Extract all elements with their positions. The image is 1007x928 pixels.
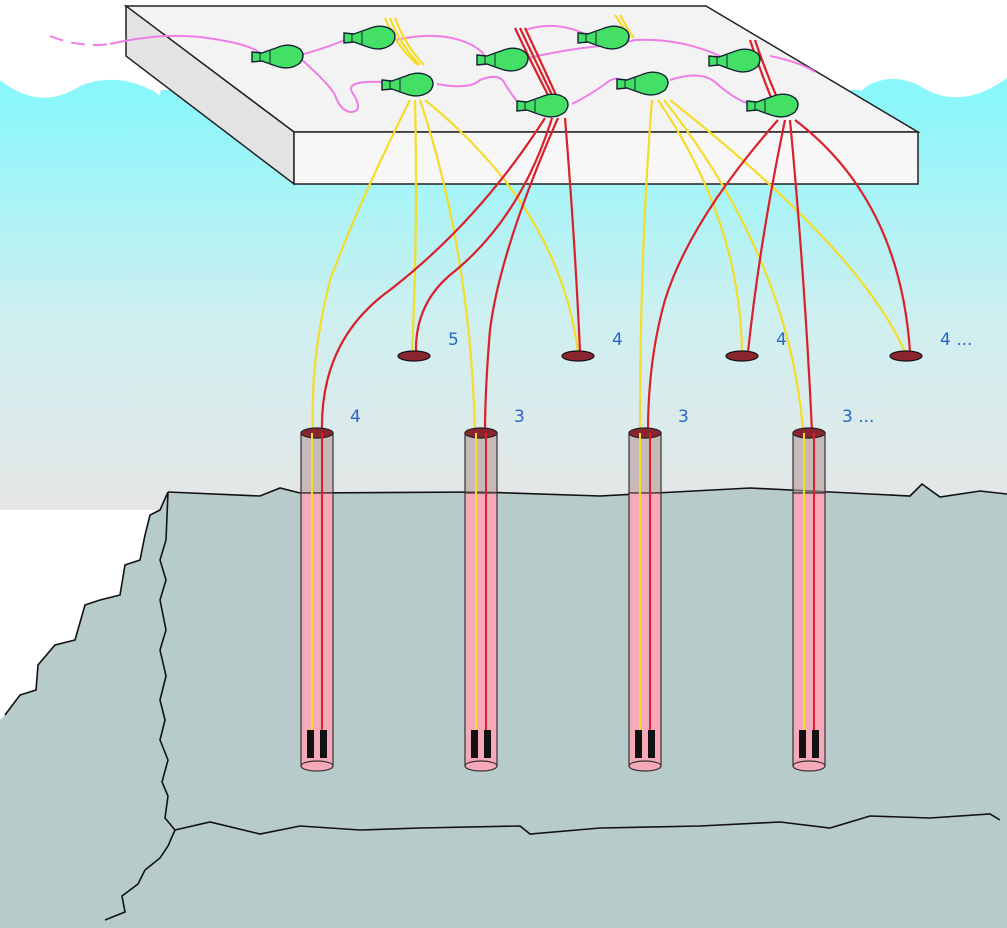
label-seafloor-hole-4: 4 ...: [940, 330, 972, 350]
yellow-cable: [388, 17, 421, 66]
red-cable: [320, 117, 546, 433]
yellow-cable: [418, 99, 477, 433]
red-cable: [748, 39, 774, 101]
yellow-cable: [663, 99, 805, 433]
rock-mass: [105, 484, 1007, 928]
cables: [311, 14, 912, 433]
pump-icon: [516, 93, 569, 118]
yellow-cable: [424, 99, 580, 353]
pump-icon: [343, 25, 396, 50]
platform: [123, 4, 921, 186]
yellow-cable: [657, 99, 744, 353]
red-cable: [753, 39, 780, 101]
sensor-block: [484, 730, 491, 758]
sensor-block: [320, 730, 327, 758]
yellow-cable: [619, 14, 635, 39]
red-cable: [483, 117, 560, 433]
label-borehole-2: 3: [514, 407, 525, 427]
red-cable: [746, 119, 787, 353]
label-borehole-3: 3: [678, 407, 689, 427]
red-cable: [514, 27, 549, 96]
seabed-outline: [167, 482, 1007, 498]
strata-line: [174, 813, 1001, 835]
label-seafloor-hole-1: 5: [448, 330, 459, 350]
label-seafloor-hole-3: 4: [776, 330, 787, 350]
seafloor-holes: [397, 350, 923, 362]
pump-icon: [616, 71, 669, 96]
yellow-cable: [638, 99, 654, 433]
label-seafloor-hole-2: 4: [612, 330, 623, 350]
boreholes: [300, 427, 826, 772]
hole-icon: [561, 350, 595, 362]
red-cable: [524, 27, 558, 96]
pumps: [251, 25, 799, 118]
pump-icon: [746, 93, 799, 118]
red-cable: [646, 119, 779, 433]
sensor-block: [471, 730, 478, 758]
yellow-cable: [393, 17, 425, 66]
label-borehole-4: 3 ...: [842, 407, 874, 427]
red-cable: [414, 117, 554, 353]
sensor-block: [307, 730, 314, 758]
borehole-icon: [792, 427, 826, 772]
hole-icon: [889, 350, 923, 362]
cliff-outline: [4, 491, 169, 716]
pump-icon: [577, 25, 630, 50]
pump-icon: [708, 48, 761, 73]
borehole-icon: [628, 427, 662, 772]
red-cable: [794, 119, 912, 353]
pump-icon: [381, 72, 434, 97]
sensor-block: [648, 730, 655, 758]
label-borehole-1: 4: [350, 407, 361, 427]
hole-icon: [397, 350, 431, 362]
sensor-block: [799, 730, 806, 758]
red-cable: [788, 119, 814, 433]
sensor-block: [812, 730, 819, 758]
borehole-icon: [300, 427, 334, 772]
borehole-icon: [464, 427, 498, 772]
wave-crest-right: [850, 0, 1007, 98]
yellow-cable: [311, 99, 411, 433]
yellow-cable: [383, 17, 419, 66]
sensor-block: [635, 730, 642, 758]
labels: 5 4 4 4 ... 4 3 3 3 ...: [350, 330, 972, 427]
pump-icon: [251, 44, 304, 69]
yellow-cable: [669, 99, 907, 353]
yellow-cable: [410, 99, 418, 353]
pump-icon: [476, 47, 529, 72]
hole-icon: [725, 350, 759, 362]
red-cable: [563, 117, 582, 353]
red-cable: [519, 27, 553, 96]
fault-line: [104, 491, 176, 921]
rock-cliff: [0, 492, 175, 928]
